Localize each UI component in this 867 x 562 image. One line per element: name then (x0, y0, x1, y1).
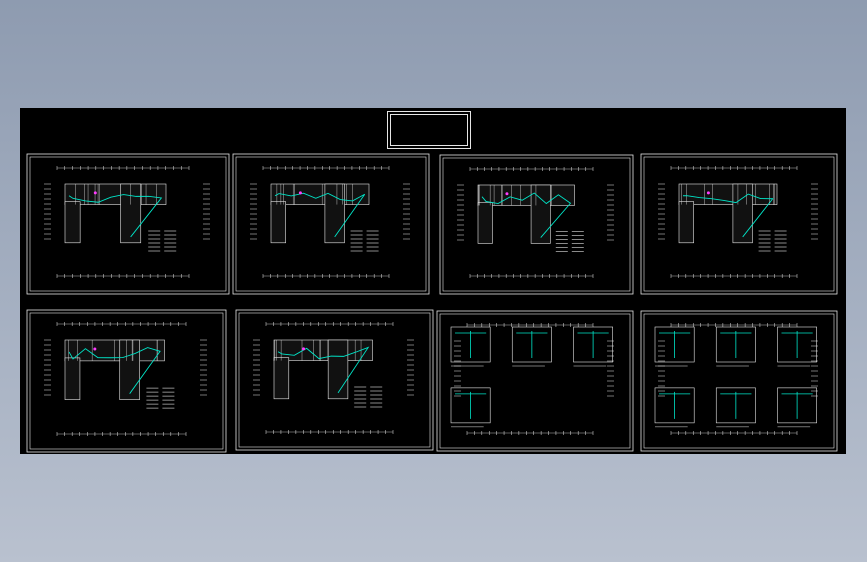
drawing-viewport[interactable] (20, 108, 846, 454)
title-block-inner-frame (390, 114, 468, 146)
drawing-sheets (26, 153, 838, 453)
sheet-6[interactable] (235, 309, 434, 451)
sheet-5[interactable] (26, 309, 227, 453)
title-block (387, 111, 471, 149)
sheet-2[interactable] (232, 153, 430, 295)
sheet-3[interactable] (439, 154, 634, 295)
sheet-1[interactable] (26, 153, 230, 295)
cad-drawing-canvas[interactable] (20, 108, 846, 454)
sheet-7[interactable] (436, 310, 634, 452)
sheet-8[interactable] (640, 310, 838, 452)
sheet-4[interactable] (640, 153, 838, 295)
